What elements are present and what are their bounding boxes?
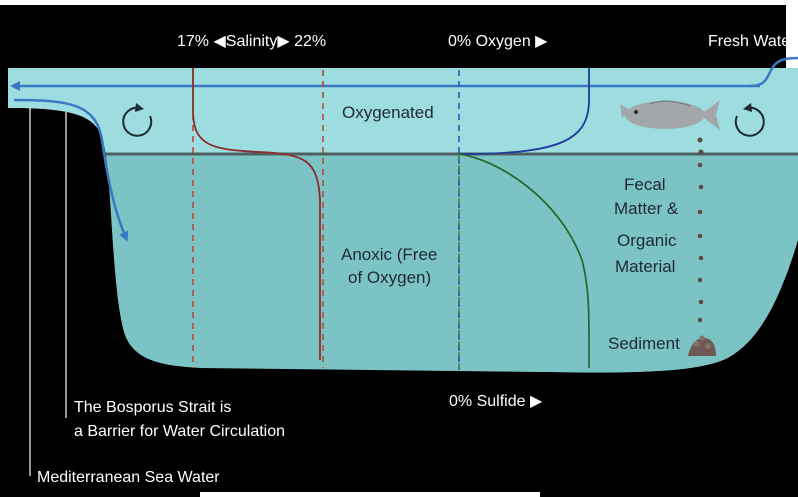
oxygenated-label: Oxygenated bbox=[342, 103, 434, 122]
fresh-water-inflow-arrow bbox=[749, 56, 798, 88]
sulfide-label: 0% Sulfide ▶ bbox=[449, 393, 543, 410]
mediterranean-inflow-arrow bbox=[13, 98, 129, 242]
sulfide-curve bbox=[458, 153, 590, 369]
anoxic-label-line1: Anoxic (Free bbox=[341, 245, 437, 264]
fecal-label-line2: Matter & bbox=[614, 199, 679, 218]
circulation-arrow-icon bbox=[734, 103, 765, 137]
fecal-label-line3: Organic bbox=[617, 231, 677, 250]
bosporus-sill bbox=[0, 108, 200, 497]
salinity-curve bbox=[192, 68, 321, 360]
fecal-label-line4: Material bbox=[615, 257, 675, 276]
anoxic-label-line2: of Oxygen) bbox=[348, 268, 431, 287]
circulation-arrow-icon bbox=[122, 103, 153, 137]
falling-organic-particles bbox=[697, 137, 704, 323]
bosporus-label-line1: The Bosporus Strait is bbox=[74, 399, 231, 416]
fresh-water-label: Fresh Wate bbox=[708, 33, 790, 50]
salinity-label: 17% ◀Salinity▶ 22% bbox=[177, 33, 326, 50]
mediterranean-label: Mediterranean Sea Water bbox=[37, 469, 220, 486]
oxygenated-layer bbox=[8, 68, 798, 154]
fish-icon bbox=[620, 100, 720, 130]
sediment-pile-icon bbox=[688, 335, 716, 356]
oxygen-label: 0% Oxygen ▶ bbox=[448, 33, 548, 50]
right-basin-wall bbox=[540, 240, 798, 497]
sediment-label: Sediment bbox=[608, 334, 680, 353]
bosporus-label-line2: a Barrier for Water Circulation bbox=[74, 423, 285, 440]
oxygen-curve bbox=[459, 68, 590, 155]
fecal-label-line1: Fecal bbox=[624, 175, 666, 194]
